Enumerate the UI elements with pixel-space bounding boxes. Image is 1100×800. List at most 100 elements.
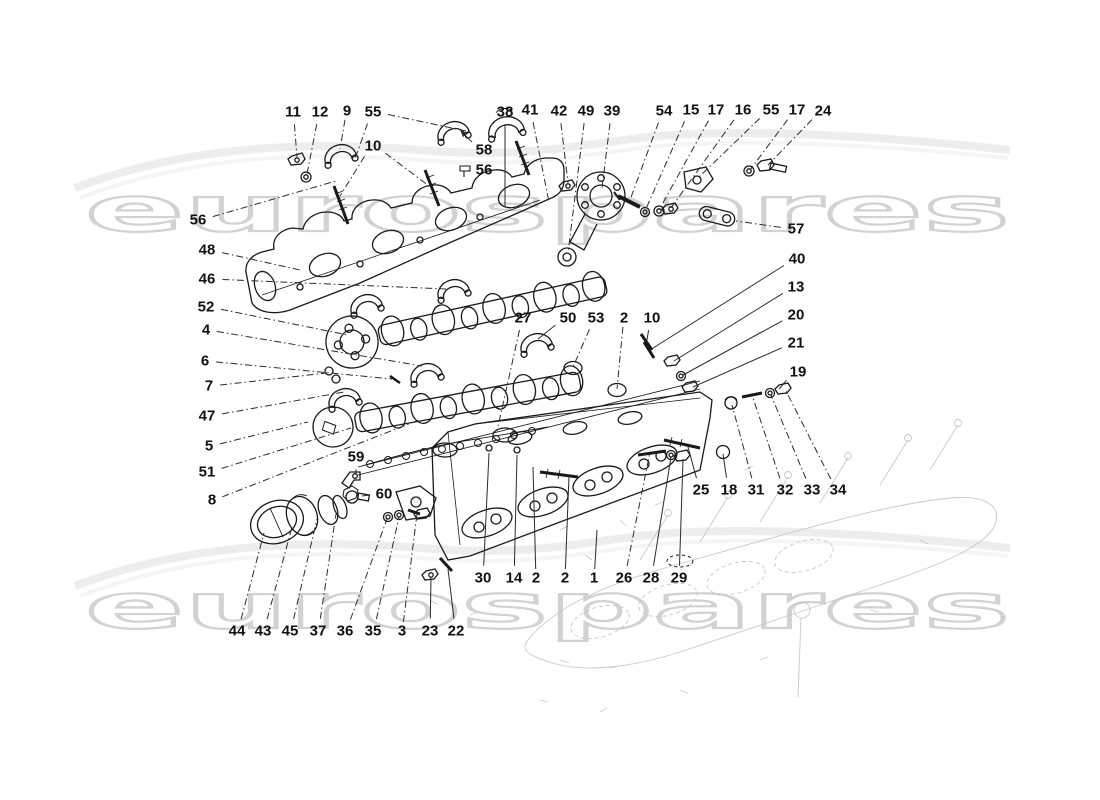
leader-line-60 xyxy=(361,494,369,497)
leader-line-2 xyxy=(616,326,624,390)
part-number-3[interactable]: 3 xyxy=(397,622,407,640)
leader-line-56 xyxy=(212,180,337,218)
part-number-18[interactable]: 18 xyxy=(720,481,738,499)
part-number-9[interactable]: 9 xyxy=(342,102,352,120)
part-number-59[interactable]: 59 xyxy=(347,448,365,466)
part-number-7[interactable]: 7 xyxy=(204,377,214,395)
part-number-51[interactable]: 51 xyxy=(198,463,216,481)
part-number-23[interactable]: 23 xyxy=(421,622,439,640)
part-number-21[interactable]: 21 xyxy=(787,334,805,352)
part-number-47[interactable]: 47 xyxy=(198,407,216,425)
part-number-28[interactable]: 28 xyxy=(642,569,660,587)
part-number-13[interactable]: 13 xyxy=(787,278,805,296)
part-number-56[interactable]: 56 xyxy=(189,211,207,229)
part-number-5[interactable]: 5 xyxy=(204,437,214,455)
seal-ring-group xyxy=(249,485,359,545)
part-number-30[interactable]: 30 xyxy=(474,569,492,587)
part-number-40[interactable]: 40 xyxy=(788,250,806,268)
part-number-32[interactable]: 32 xyxy=(776,481,794,499)
leader-line-40 xyxy=(649,265,785,351)
part-number-8[interactable]: 8 xyxy=(207,491,217,509)
leader-line-12 xyxy=(306,124,318,175)
part-number-2[interactable]: 2 xyxy=(560,569,570,587)
part-number-52[interactable]: 52 xyxy=(197,298,215,316)
part-number-22[interactable]: 22 xyxy=(447,622,465,640)
leader-line-54 xyxy=(629,122,659,201)
part-number-60[interactable]: 60 xyxy=(375,485,393,503)
leader-line-25 xyxy=(687,446,697,479)
part-number-50[interactable]: 50 xyxy=(559,309,577,327)
part-number-46[interactable]: 46 xyxy=(198,270,216,288)
part-number-12[interactable]: 12 xyxy=(311,103,329,121)
leader-line-9 xyxy=(339,119,346,150)
part-number-19[interactable]: 19 xyxy=(789,363,807,381)
watermark-text-top: eurospares xyxy=(85,173,1010,246)
part-number-37[interactable]: 37 xyxy=(309,622,327,640)
part-number-17[interactable]: 17 xyxy=(707,101,725,119)
part-number-48[interactable]: 48 xyxy=(198,241,216,259)
swoosh-bottom-icon xyxy=(73,527,1011,598)
part-number-45[interactable]: 45 xyxy=(281,622,299,640)
part-number-26[interactable]: 26 xyxy=(615,569,633,587)
part-number-27[interactable]: 27 xyxy=(514,309,532,327)
part-number-10[interactable]: 10 xyxy=(364,137,382,155)
part-number-11[interactable]: 11 xyxy=(285,103,301,121)
leader-line-14 xyxy=(513,454,518,566)
leader-line-36 xyxy=(349,518,388,620)
part-number-33[interactable]: 33 xyxy=(803,481,821,499)
part-number-20[interactable]: 20 xyxy=(787,306,805,324)
part-number-54[interactable]: 54 xyxy=(655,102,673,120)
part-number-6[interactable]: 6 xyxy=(200,352,210,370)
part-number-38[interactable]: 38 xyxy=(496,103,514,121)
leader-line-52 xyxy=(221,308,349,336)
cam-drive-flange xyxy=(557,171,626,267)
leader-line-45 xyxy=(293,518,318,620)
swoosh-top-icon xyxy=(73,129,1011,200)
part-number-55[interactable]: 55 xyxy=(364,103,382,121)
part-number-57[interactable]: 57 xyxy=(787,220,805,238)
part-number-1[interactable]: 1 xyxy=(589,569,599,587)
part-number-14[interactable]: 14 xyxy=(505,569,523,587)
part-number-56[interactable]: 56 xyxy=(475,161,493,179)
part-number-53[interactable]: 53 xyxy=(587,309,605,327)
part-number-58[interactable]: 58 xyxy=(475,141,493,159)
part-number-55[interactable]: 55 xyxy=(762,101,780,119)
cylinder-head xyxy=(395,391,713,561)
leader-line-22 xyxy=(447,568,455,619)
part-number-4[interactable]: 4 xyxy=(201,321,211,339)
rocker-hardware xyxy=(613,158,788,227)
part-number-43[interactable]: 43 xyxy=(254,622,272,640)
leader-line-26 xyxy=(626,451,651,566)
part-number-41[interactable]: 41 xyxy=(521,101,539,119)
part-number-49[interactable]: 49 xyxy=(577,102,595,120)
leader-line-37 xyxy=(319,513,337,619)
part-number-36[interactable]: 36 xyxy=(336,622,354,640)
part-number-29[interactable]: 29 xyxy=(670,569,688,587)
part-number-24[interactable]: 24 xyxy=(814,102,832,120)
leader-line-20 xyxy=(682,320,783,376)
part-number-39[interactable]: 39 xyxy=(603,102,621,120)
leader-line-58 xyxy=(460,130,473,143)
leader-line-42 xyxy=(560,123,569,184)
part-number-25[interactable]: 25 xyxy=(692,481,710,499)
part-number-17[interactable]: 17 xyxy=(788,101,806,119)
ghost-valve-stems xyxy=(639,419,962,561)
part-number-15[interactable]: 15 xyxy=(682,101,700,119)
leader-line-55 xyxy=(696,118,761,180)
part-number-31[interactable]: 31 xyxy=(747,481,765,499)
part-number-2[interactable]: 2 xyxy=(619,309,629,327)
part-number-10[interactable]: 10 xyxy=(643,309,661,327)
part-number-35[interactable]: 35 xyxy=(364,622,382,640)
part-number-2[interactable]: 2 xyxy=(531,569,541,587)
leader-line-33 xyxy=(770,394,807,479)
part-number-42[interactable]: 42 xyxy=(550,102,568,120)
part-number-44[interactable]: 44 xyxy=(228,622,246,640)
camshaft-upper xyxy=(325,270,608,369)
part-number-34[interactable]: 34 xyxy=(829,481,847,499)
watermark-text-bottom: eurospares xyxy=(85,570,1010,643)
part-number-16[interactable]: 16 xyxy=(734,101,752,119)
leader-line-8 xyxy=(222,419,420,498)
